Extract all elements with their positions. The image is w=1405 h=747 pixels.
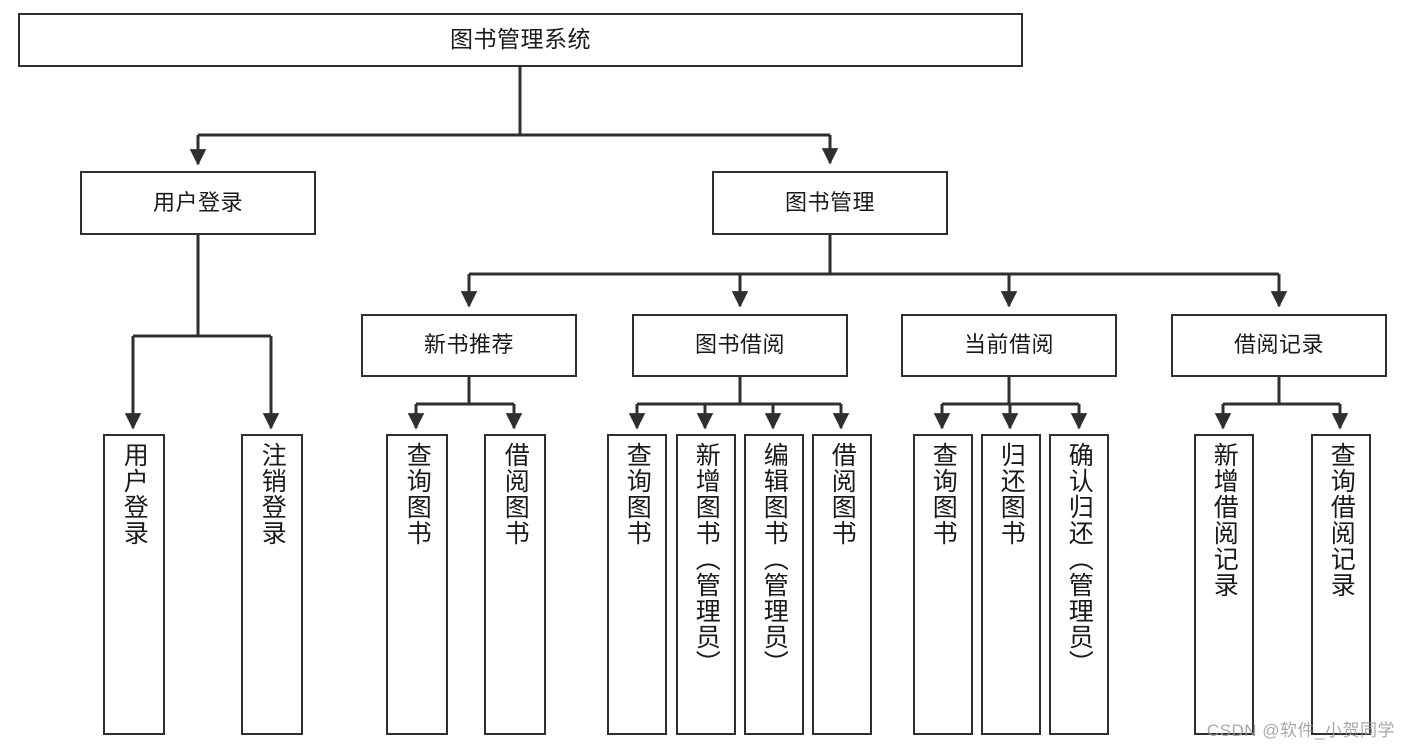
- node-leaf-query-book-1[interactable]: 查询图书: [386, 434, 448, 735]
- node-label: 新书推荐: [423, 332, 514, 358]
- node-leaf-borrow-book-1[interactable]: 借阅图书: [484, 434, 546, 735]
- node-label: 当前借阅: [963, 332, 1054, 358]
- node-leaf-query-book-3[interactable]: 查询图书: [913, 434, 973, 735]
- node-label: 新增借阅记录: [1210, 442, 1239, 598]
- node-label: 借阅记录: [1233, 332, 1324, 358]
- node-label: 归还图书: [997, 442, 1026, 546]
- node-label: 新增图书（管理员）: [692, 442, 721, 676]
- node-user-login[interactable]: 用户登录: [80, 171, 316, 235]
- node-leaf-query-book-2[interactable]: 查询图书: [607, 434, 667, 735]
- node-label: 确认归还（管理员）: [1065, 442, 1094, 676]
- node-borrow-record[interactable]: 借阅记录: [1171, 314, 1387, 377]
- node-label: 借阅图书: [828, 442, 857, 546]
- node-leaf-logout-login[interactable]: 注销登录: [241, 434, 303, 735]
- node-leaf-add-book[interactable]: 新增图书（管理员）: [676, 434, 736, 735]
- node-leaf-query-record[interactable]: 查询借阅记录: [1311, 434, 1371, 735]
- node-label: 图书管理: [784, 189, 875, 215]
- node-label: 编辑图书（管理员）: [760, 442, 789, 676]
- node-label: 用户登录: [152, 189, 243, 215]
- node-label: 查询图书: [623, 442, 652, 546]
- node-root-book-management-system[interactable]: 图书管理系统: [18, 13, 1023, 67]
- node-leaf-user-login[interactable]: 用户登录: [103, 434, 165, 735]
- node-label: 查询图书: [403, 442, 432, 546]
- node-label: 图书借阅: [694, 332, 785, 358]
- node-leaf-confirm-return[interactable]: 确认归还（管理员）: [1049, 434, 1109, 735]
- node-current-borrow[interactable]: 当前借阅: [901, 314, 1117, 377]
- node-leaf-borrow-book-2[interactable]: 借阅图书: [812, 434, 872, 735]
- node-leaf-return-book[interactable]: 归还图书: [981, 434, 1041, 735]
- csdn-watermark: CSDN @软件_小贺同学: [1206, 721, 1395, 740]
- node-label: 用户登录: [120, 442, 149, 546]
- node-label: 查询图书: [929, 442, 958, 546]
- node-label: 注销登录: [258, 442, 287, 546]
- node-new-book-recommend[interactable]: 新书推荐: [361, 314, 577, 377]
- node-label: 借阅图书: [501, 442, 530, 546]
- node-book-borrow[interactable]: 图书借阅: [632, 314, 848, 377]
- node-leaf-add-record[interactable]: 新增借阅记录: [1194, 434, 1254, 735]
- node-leaf-edit-book[interactable]: 编辑图书（管理员）: [744, 434, 804, 735]
- node-label: 图书管理系统: [450, 26, 591, 53]
- node-book-management[interactable]: 图书管理: [712, 171, 948, 235]
- node-label: 查询借阅记录: [1327, 442, 1356, 598]
